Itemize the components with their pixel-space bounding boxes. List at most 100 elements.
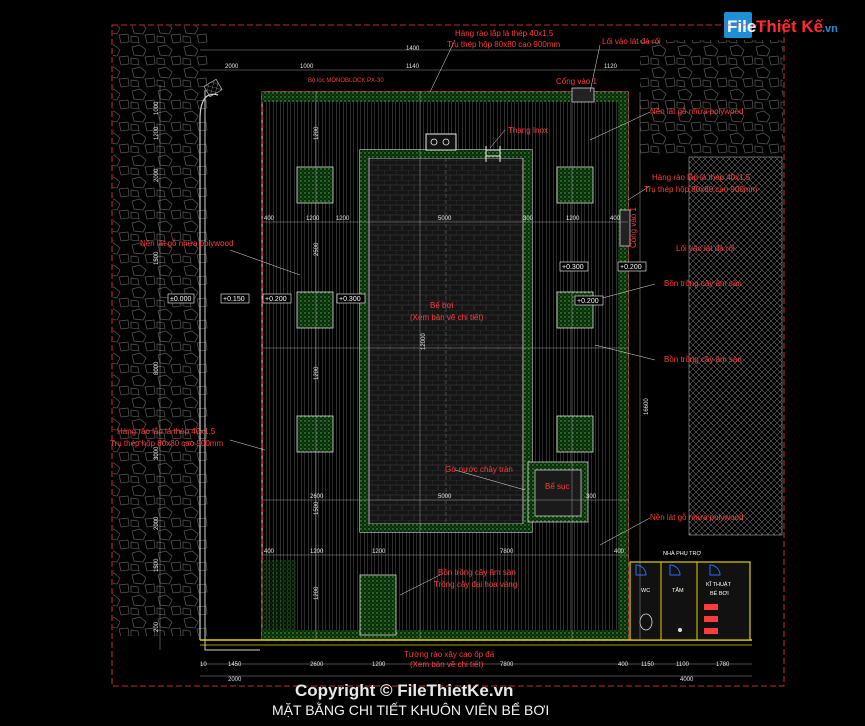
dimension-value: 1000	[300, 64, 314, 70]
stone-area-top-right	[640, 40, 783, 155]
label-wall: Tường rào xây cao ốp đá	[404, 650, 495, 659]
dimension-value: 1200	[314, 126, 320, 140]
level-mark: +0.300	[339, 296, 361, 303]
dimension-value: 1500	[314, 501, 320, 515]
dimension-value: 5000	[438, 494, 452, 500]
dimension-value: 2600	[310, 662, 324, 668]
label-fence-right: Hàng rào lắp lá thép 40x1.5	[652, 173, 751, 182]
label-room-tech: KĨ THUẬT	[706, 581, 732, 588]
dimension-value: 1200	[310, 549, 324, 555]
level-mark: ±0.000	[170, 296, 191, 303]
overflow-edge-right	[524, 150, 532, 532]
pump-equipment-icon	[704, 604, 718, 610]
label-planter-right: Bồn trồng cây âm sàn	[664, 279, 742, 288]
label-fence-left: Hàng rào lắp lá thép 40x1.5	[117, 427, 216, 436]
overflow-edge-bottom	[360, 524, 532, 532]
label-deck-left: Nền lát gỗ nhựa polywood	[140, 239, 233, 248]
dimension-lines	[159, 49, 752, 677]
label-room-tech-2: BỂ BƠI	[710, 590, 729, 597]
planter-strip-top	[262, 92, 628, 102]
label-wall-note: (Xem bản vẽ chi tiết)	[410, 660, 484, 669]
door-swing-icon	[669, 564, 681, 576]
gate-side	[619, 209, 631, 247]
dimension-value: 400	[618, 662, 629, 668]
dimension-value: 2000	[154, 168, 160, 182]
dimension-value: 300	[523, 216, 534, 222]
overflow-edge-left	[360, 150, 368, 532]
level-mark: +0.300	[562, 264, 584, 271]
dimension-texts: 2000 1000 1400 1140 1120 400 1200 1200 5…	[154, 46, 730, 683]
dimension-value: 1500	[154, 251, 160, 265]
dimension-value: 1200	[314, 586, 320, 600]
level-mark: +0.200	[620, 264, 642, 271]
label-deck-top: Nền lát gỗ nhựa polywood	[650, 107, 743, 116]
label-tree-note: Trồng cây đại hoa vàng	[434, 580, 517, 589]
dimension-value: 400	[610, 216, 621, 222]
dimension-value: 1200	[372, 662, 386, 668]
dimension-value: 1450	[228, 662, 242, 668]
pump-equipment-icon	[704, 616, 718, 622]
planter-strip-bottom	[262, 630, 628, 640]
dimension-value: 3000	[154, 446, 160, 460]
drawing-border	[111, 24, 785, 687]
dimension-value: 1000	[154, 101, 160, 115]
logo-part-3: .vn	[822, 23, 838, 35]
dimension-value: 10	[200, 662, 207, 668]
dimension-value: 1500	[154, 558, 160, 572]
dimension-value: 400	[614, 549, 625, 555]
overflow-edge-top	[360, 150, 532, 158]
copyright-watermark: Copyright © FileThietKe.vn	[295, 681, 513, 700]
dimension-value: 1100	[676, 662, 690, 668]
dimension-value: 1200	[314, 366, 320, 380]
label-planter-bottom: Bồn trồng cây âm sàn	[438, 568, 516, 577]
label-overflow: Gờ nước chảy tràn	[445, 465, 513, 474]
dimension-value: 400	[264, 549, 275, 555]
level-markers: ±0.000 +0.150 +0.200 +0.300 +0.300 +0.20…	[167, 261, 647, 306]
label-room-wc: WC	[641, 588, 650, 594]
auxiliary-building	[629, 561, 751, 641]
dimension-value: 1780	[716, 662, 730, 668]
label-planter-right: Bồn trồng cây âm sàn	[664, 355, 742, 364]
planter-bed-corner	[262, 560, 296, 640]
label-sump: Bể sục	[545, 482, 569, 491]
dimension-value: 1150	[641, 662, 655, 668]
level-mark: +0.150	[223, 296, 245, 303]
dimension-value: 1400	[406, 46, 420, 52]
gate-post	[203, 78, 223, 98]
door-swing-icon	[709, 564, 721, 576]
dimension-value: 300	[586, 494, 597, 500]
planter-strip-right	[618, 92, 628, 640]
site-logo: File Thiết Kế .vn	[724, 12, 838, 38]
filter-unit	[425, 133, 457, 151]
dimension-value: 2000	[228, 677, 242, 683]
label-ladder: Thang Inox	[508, 126, 548, 135]
dimension-value: 400	[264, 216, 275, 222]
dimension-value: 1200	[336, 216, 350, 222]
dimension-value: 7800	[500, 662, 514, 668]
annex-outline	[629, 561, 751, 641]
dimension-value: 200	[154, 621, 160, 632]
planter-box	[296, 166, 334, 204]
dimension-value: 8000	[154, 361, 160, 375]
leader-lines	[229, 39, 656, 596]
drawing-title: MẶT BẰNG CHI TIẾT KHUÔN VIÊN BỂ BƠI	[272, 701, 549, 718]
dimension-value: 1140	[406, 64, 420, 70]
label-deck-bottom: Nền lát gỗ nhựa polywood	[650, 513, 743, 522]
filter-pump-icon	[430, 138, 438, 146]
filter-pump-icon	[442, 138, 450, 146]
dimension-value: 1200	[154, 126, 160, 140]
dimension-value: 2500	[314, 242, 320, 256]
dimension-value: 1200	[306, 216, 320, 222]
label-gate-top: Cổng vào 1	[556, 77, 597, 86]
stone-area-left	[113, 26, 208, 636]
dimension-value: 1120	[604, 64, 618, 70]
dimension-value: 1200	[372, 549, 386, 555]
label-fence-post-left: Trụ thép hộp 80x80 cao 900mm	[110, 439, 223, 448]
label-room-bath: TẮM	[672, 586, 684, 594]
shower-icon	[678, 628, 682, 632]
label-entry-top: Lối vào lát đá rối	[602, 37, 661, 46]
logo-part-1: File	[727, 17, 756, 36]
dimension-value: 4000	[680, 677, 694, 683]
